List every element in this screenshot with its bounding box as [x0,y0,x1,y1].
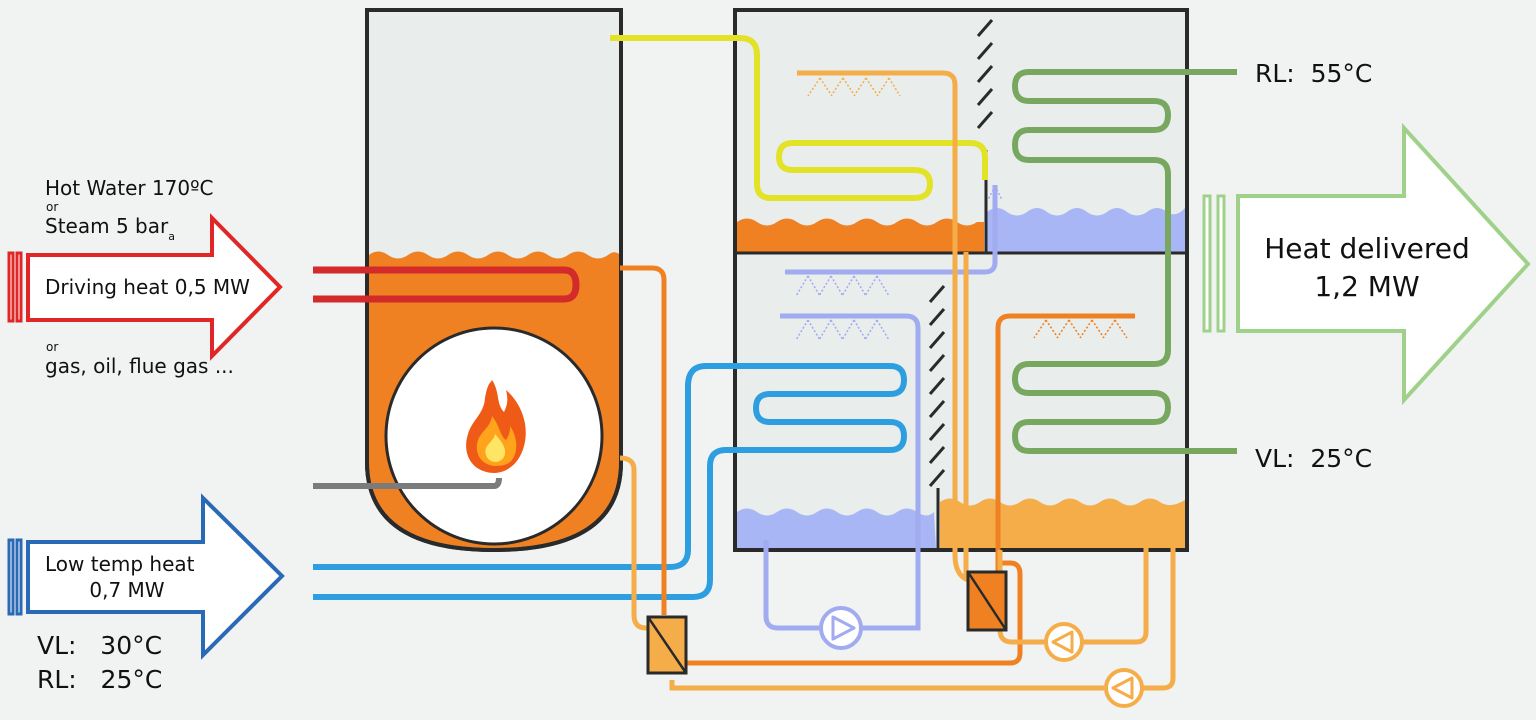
delivered-rl-label: RL: 55°C [1255,59,1372,88]
condenser-pipe [610,35,988,201]
hx-cross-line [686,560,1023,666]
low-temp-heat-arrow [7,493,285,660]
pump-icon [1104,668,1144,708]
driving-heat-arrow [7,213,283,361]
generator-spray-line [995,313,1135,600]
driving-heat-arrow-label: Driving heat 0,5 MW [45,275,250,299]
pump-icon [1044,622,1084,662]
flame-icon [466,380,526,473]
bar-subscript: a [168,230,175,243]
pump-return-line-1 [1082,548,1149,645]
generator-return-line [619,455,660,631]
heat-delivered-arrow [1202,122,1531,406]
or-label-1: or [46,200,58,214]
heat-exchanger-icon [646,615,688,675]
driving-heat-line3: gas, oil, flue gas ... [45,354,234,378]
low-temp-vl-label: VL: 30°C [37,631,162,660]
absorber-evaporator-vessel [733,8,1189,552]
low-temp-heat-coil [313,363,908,600]
driving-heat-line2: Steam 5 bara [45,214,175,243]
low-temp-heat-line2: 0,7 MW [89,578,164,602]
heat-delivered-line1: Heat delivered [1264,232,1470,265]
refrigerant-pump-loop [763,313,921,631]
or-label-2: or [46,340,58,354]
generator-outlet-line [620,265,667,615]
eliminator-baffles [928,19,994,487]
pump-return-line-2 [1142,548,1176,691]
heat-exchanger-icon [966,570,1008,632]
heat-delivered-coil [1011,69,1237,454]
refrigerant-pipe-upper [785,185,998,275]
burner-fuel-pipe [313,477,502,489]
pump-feed-line-2 [669,680,1104,691]
pump-icon [819,606,863,650]
delivered-vl-label: VL: 25°C [1255,444,1372,473]
low-temp-heat-line1: Low temp heat [45,552,195,576]
heat-delivered-line2: 1,2 MW [1314,270,1419,303]
driving-heat-coil [313,266,580,303]
low-temp-rl-label: RL: 25°C [37,665,162,694]
refrigerant-sprayer [987,185,1003,202]
absorber-spray-line [797,70,970,583]
driving-heat-line1: Hot Water 170ºC [45,176,214,200]
